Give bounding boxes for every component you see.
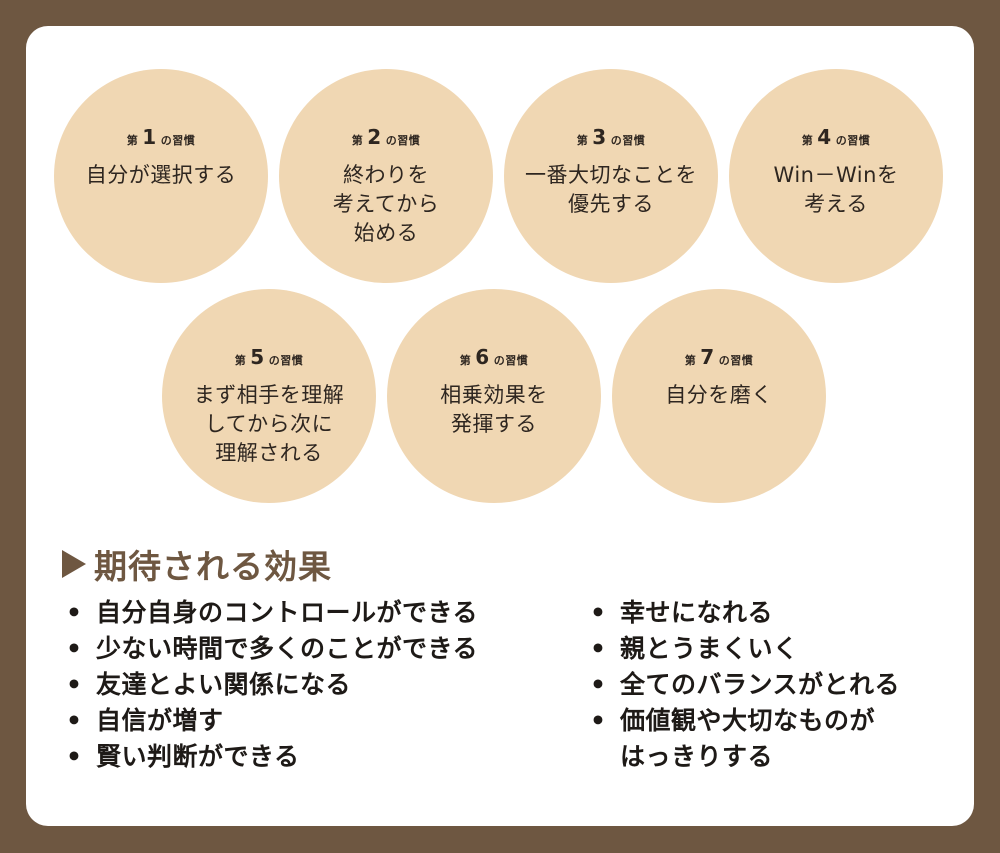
habit-text: まず相手を理解 してから次に 理解される (193, 383, 345, 465)
effects-heading: 期待される効果 (62, 540, 332, 588)
list-item: 賢い判断ができる (62, 739, 478, 775)
habit-prefix: 第 (684, 354, 697, 367)
effects-list-left: 自分自身のコントロールができる 少ない時間で多くのことができる 友達とよい関係に… (62, 595, 478, 775)
habit-number: 6 (475, 345, 490, 369)
habit-text: 一番大切なことを 優先する (525, 163, 697, 216)
habit-suffix: の習慣 (160, 134, 196, 147)
habit-number: 7 (700, 345, 715, 369)
list-item: 友達とよい関係になる (62, 667, 478, 703)
habit-text: Win－Winを 考える (773, 163, 899, 216)
habit-prefix: 第 (576, 134, 589, 147)
habit-suffix: の習慣 (835, 134, 871, 147)
effects-list-right: 幸せになれる 親とうまくいく 全てのバランスがとれる 価値観や大切なものが はっ… (586, 595, 900, 775)
habit-number: 5 (250, 345, 265, 369)
habit-suffix: の習慣 (493, 354, 529, 367)
habit-number: 4 (817, 125, 832, 149)
habit-prefix: 第 (801, 134, 814, 147)
list-item: 自分自身のコントロールができる (62, 595, 478, 631)
habit-suffix: の習慣 (610, 134, 646, 147)
habit-suffix: の習慣 (718, 354, 754, 367)
habit-prefix: 第 (126, 134, 139, 147)
list-item: 自信が増す (62, 703, 478, 739)
list-item: 価値観や大切なものが はっきりする (586, 703, 900, 775)
habit-number: 3 (592, 125, 607, 149)
habit-prefix: 第 (459, 354, 472, 367)
list-item: 少ない時間で多くのことができる (62, 631, 478, 667)
habit-text: 終わりを 考えてから 始める (332, 163, 440, 245)
habit-number: 1 (142, 125, 157, 149)
habit-text: 相乗効果を 発揮する (440, 383, 548, 436)
habit-suffix: の習慣 (385, 134, 421, 147)
habit-suffix: の習慣 (268, 354, 304, 367)
habit-text: 自分を磨く (665, 383, 773, 407)
habit-prefix: 第 (351, 134, 364, 147)
list-item: 全てのバランスがとれる (586, 667, 900, 703)
list-item: 親とうまくいく (586, 631, 900, 667)
habit-number: 2 (367, 125, 382, 149)
effects-title: 期待される効果 (94, 547, 332, 586)
triangle-right-icon (62, 550, 86, 578)
list-item: 幸せになれる (586, 595, 900, 631)
habit-text: 自分が選択する (85, 163, 237, 187)
habit-prefix: 第 (234, 354, 247, 367)
